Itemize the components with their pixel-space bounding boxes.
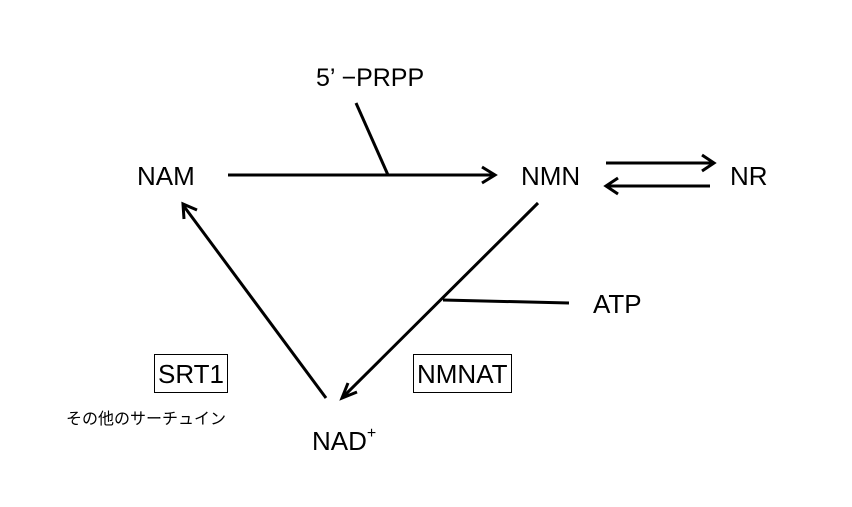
arrow-nad-to-nam — [181, 204, 328, 399]
node-nad-superscript: + — [366, 425, 377, 443]
arrowhead-nmn-to-nad — [339, 382, 358, 401]
label-other-sirtuins: その他のサーチュイン — [66, 409, 227, 428]
arrowhead-nmn-to-nr — [701, 153, 717, 173]
enzyme-srt1: SRT1 — [154, 354, 228, 393]
arrow-nmn-to-nad — [341, 201, 540, 399]
node-nad-text: NAD — [312, 426, 367, 456]
node-atp: ATP — [593, 289, 642, 319]
atp-input-line — [442, 298, 570, 305]
enzyme-nmnat: NMNAT — [413, 354, 512, 393]
arrowhead-nam-to-nmn — [481, 165, 498, 185]
arrowhead-nad-to-nam — [181, 201, 198, 220]
node-nad: NAD+ — [312, 425, 377, 456]
node-prpp: 5’ −PRPP — [316, 64, 425, 92]
arrowhead-nr-to-nmn — [603, 176, 619, 196]
node-nam: NAM — [137, 161, 195, 191]
prpp-input-line — [354, 102, 390, 176]
node-nr: NR — [730, 161, 768, 191]
node-nmn: NMN — [521, 161, 581, 191]
